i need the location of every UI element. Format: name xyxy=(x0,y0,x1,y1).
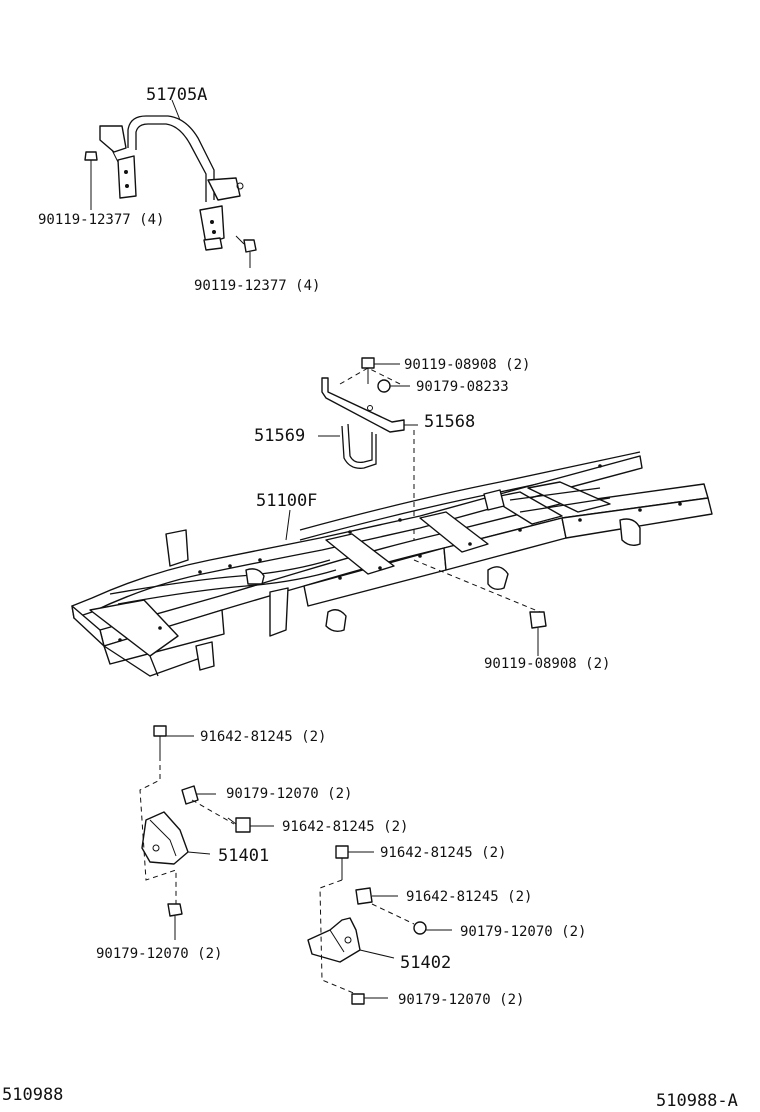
label-90179-08233: 90179-08233 xyxy=(416,379,509,395)
bolt-icon xyxy=(153,725,194,756)
bracket-51568 xyxy=(321,377,418,433)
label-51568: 51568 xyxy=(424,412,475,432)
bolt-icon xyxy=(355,887,398,905)
label-90179-12070-a: 90179-12070 (2) xyxy=(226,786,352,802)
footer-left-code: 510988 xyxy=(2,1085,63,1105)
label-51569: 51569 xyxy=(254,426,305,446)
bolt-icon xyxy=(235,235,257,268)
label-51705a: 51705A xyxy=(146,85,207,105)
label-51100f: 51100F xyxy=(256,491,317,511)
bracket-51401 xyxy=(139,725,274,940)
label-90179-12070-b: 90179-12070 (2) xyxy=(460,924,586,940)
label-91642-81245-a: 91642-81245 (2) xyxy=(200,729,326,745)
label-90119-08908-upper: 90119-08908 (2) xyxy=(404,357,530,373)
bolt-icon xyxy=(84,151,98,210)
nut-icon xyxy=(167,903,183,940)
label-90119-12377-lower: 90119-12377 (4) xyxy=(194,278,320,294)
label-90179-12070-lower-left: 90179-12070 (2) xyxy=(96,946,222,962)
bolt-icon xyxy=(361,357,400,384)
nut-icon xyxy=(413,921,452,935)
nut-icon xyxy=(181,785,216,805)
label-51401: 51401 xyxy=(218,846,269,866)
label-51402: 51402 xyxy=(400,953,451,973)
label-90119-08908-lower: 90119-08908 (2) xyxy=(484,656,610,672)
bracket-51402 xyxy=(307,845,452,1005)
label-90119-12377-upper: 90119-12377 (4) xyxy=(38,212,164,228)
label-91642-81245-d: 91642-81245 (2) xyxy=(406,889,532,905)
bolt-icon xyxy=(335,845,374,880)
clamp-51569 xyxy=(318,423,377,469)
spare-carrier-51705a xyxy=(84,99,257,268)
footer-right-code: 510988-A xyxy=(656,1091,738,1111)
nut-icon xyxy=(377,379,410,393)
label-91642-81245-c: 91642-81245 (2) xyxy=(380,845,506,861)
label-90179-12070-c: 90179-12070 (2) xyxy=(398,992,524,1008)
label-91642-81245-b: 91642-81245 (2) xyxy=(282,819,408,835)
bolt-icon xyxy=(227,817,274,833)
bolt-icon xyxy=(529,611,547,656)
nut-icon xyxy=(351,993,388,1005)
frame-assembly-51100f xyxy=(71,451,713,677)
